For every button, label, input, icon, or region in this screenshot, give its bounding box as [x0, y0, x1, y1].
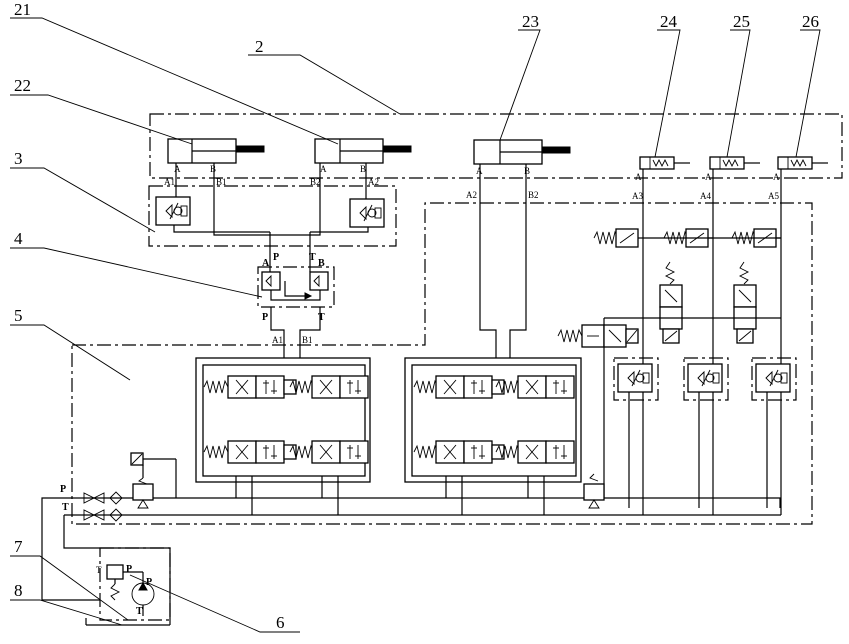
- port-a-cyl21: A: [320, 164, 327, 174]
- ref-number-6: 6: [276, 613, 285, 632]
- ref-number-26: 26: [802, 12, 819, 31]
- two-position-valve: [558, 318, 643, 498]
- port-a3-line: A3: [632, 191, 643, 201]
- port-b-cyl21: B: [360, 164, 366, 174]
- port-a5-line: A5: [768, 191, 779, 201]
- port-a4-line: A4: [700, 191, 711, 201]
- valve-left-bank: [204, 345, 368, 463]
- label-p-v4-bot: P: [262, 312, 268, 323]
- port-a1-cyl: A1: [164, 177, 175, 187]
- relief-valve-a5: [756, 364, 790, 392]
- sequence-valves: [643, 262, 781, 343]
- ref-number-23: 23: [522, 12, 539, 31]
- label-p-pump1: P: [126, 564, 132, 575]
- pump-unit-boundary: [100, 548, 170, 620]
- actuator-25: [710, 157, 760, 169]
- port-b1-v4: B1: [302, 335, 313, 345]
- secondary-relief-valve: [584, 474, 604, 508]
- balance-valve-left: [156, 197, 190, 225]
- port-a2-line: A2: [466, 190, 477, 200]
- leader-lines: [10, 18, 820, 632]
- ref-number-21: 21: [14, 0, 31, 19]
- relief-valve-a3: [618, 364, 652, 392]
- main-relief-valve: [131, 453, 176, 508]
- ref-number-22: 22: [14, 76, 31, 95]
- label-t-main: T: [62, 502, 69, 513]
- ref-number-3: 3: [14, 149, 23, 168]
- port-a1-v4: A1: [272, 335, 283, 345]
- port-a-act25: A: [705, 172, 712, 182]
- label-p-v4-top: P: [273, 252, 279, 263]
- port-b2-line: B2: [528, 190, 539, 200]
- balance-valve-right: [350, 199, 384, 227]
- port-b-cyl22: B: [210, 164, 216, 174]
- line-fittings: [84, 492, 122, 521]
- ref-number-2: 2: [255, 37, 264, 56]
- ref-number-24: 24: [660, 12, 678, 31]
- actuator-24: [640, 157, 690, 169]
- cylinder-21: [315, 139, 411, 163]
- label-t-v4-bot: T: [318, 312, 325, 323]
- port-a-act24: A: [635, 172, 642, 182]
- label-t-pump-bot: T: [136, 606, 143, 617]
- shuttle-valve-4: [262, 272, 328, 300]
- label-a-v4: A: [262, 258, 270, 269]
- ref-number-4: 4: [14, 229, 23, 248]
- label-b-v4: B: [318, 258, 325, 269]
- port-a-act26: A: [773, 172, 780, 182]
- port-a-cyl22: A: [174, 164, 181, 174]
- pressure-line: [60, 498, 780, 508]
- port-a2-cyl: A2: [368, 177, 379, 187]
- port-b2-cyl: B2: [310, 177, 321, 187]
- relief-valve-a4: [688, 364, 722, 392]
- ref-number-7: 7: [14, 537, 23, 556]
- cylinder-23: [474, 140, 570, 164]
- pressure-switch-row: [594, 229, 781, 247]
- cylinder-22: [168, 139, 264, 163]
- ref-number-5: 5: [14, 306, 23, 325]
- ref-number-25: 25: [733, 12, 750, 31]
- port-b1-cyl: B1: [216, 177, 227, 187]
- actuator-26: [778, 157, 828, 169]
- ref-number-8: 8: [14, 581, 23, 600]
- valve-right-bank: [414, 376, 574, 463]
- label-p-main: P: [60, 484, 66, 495]
- label-t-pump: T: [96, 565, 102, 575]
- port-b-cyl23: B: [524, 166, 530, 176]
